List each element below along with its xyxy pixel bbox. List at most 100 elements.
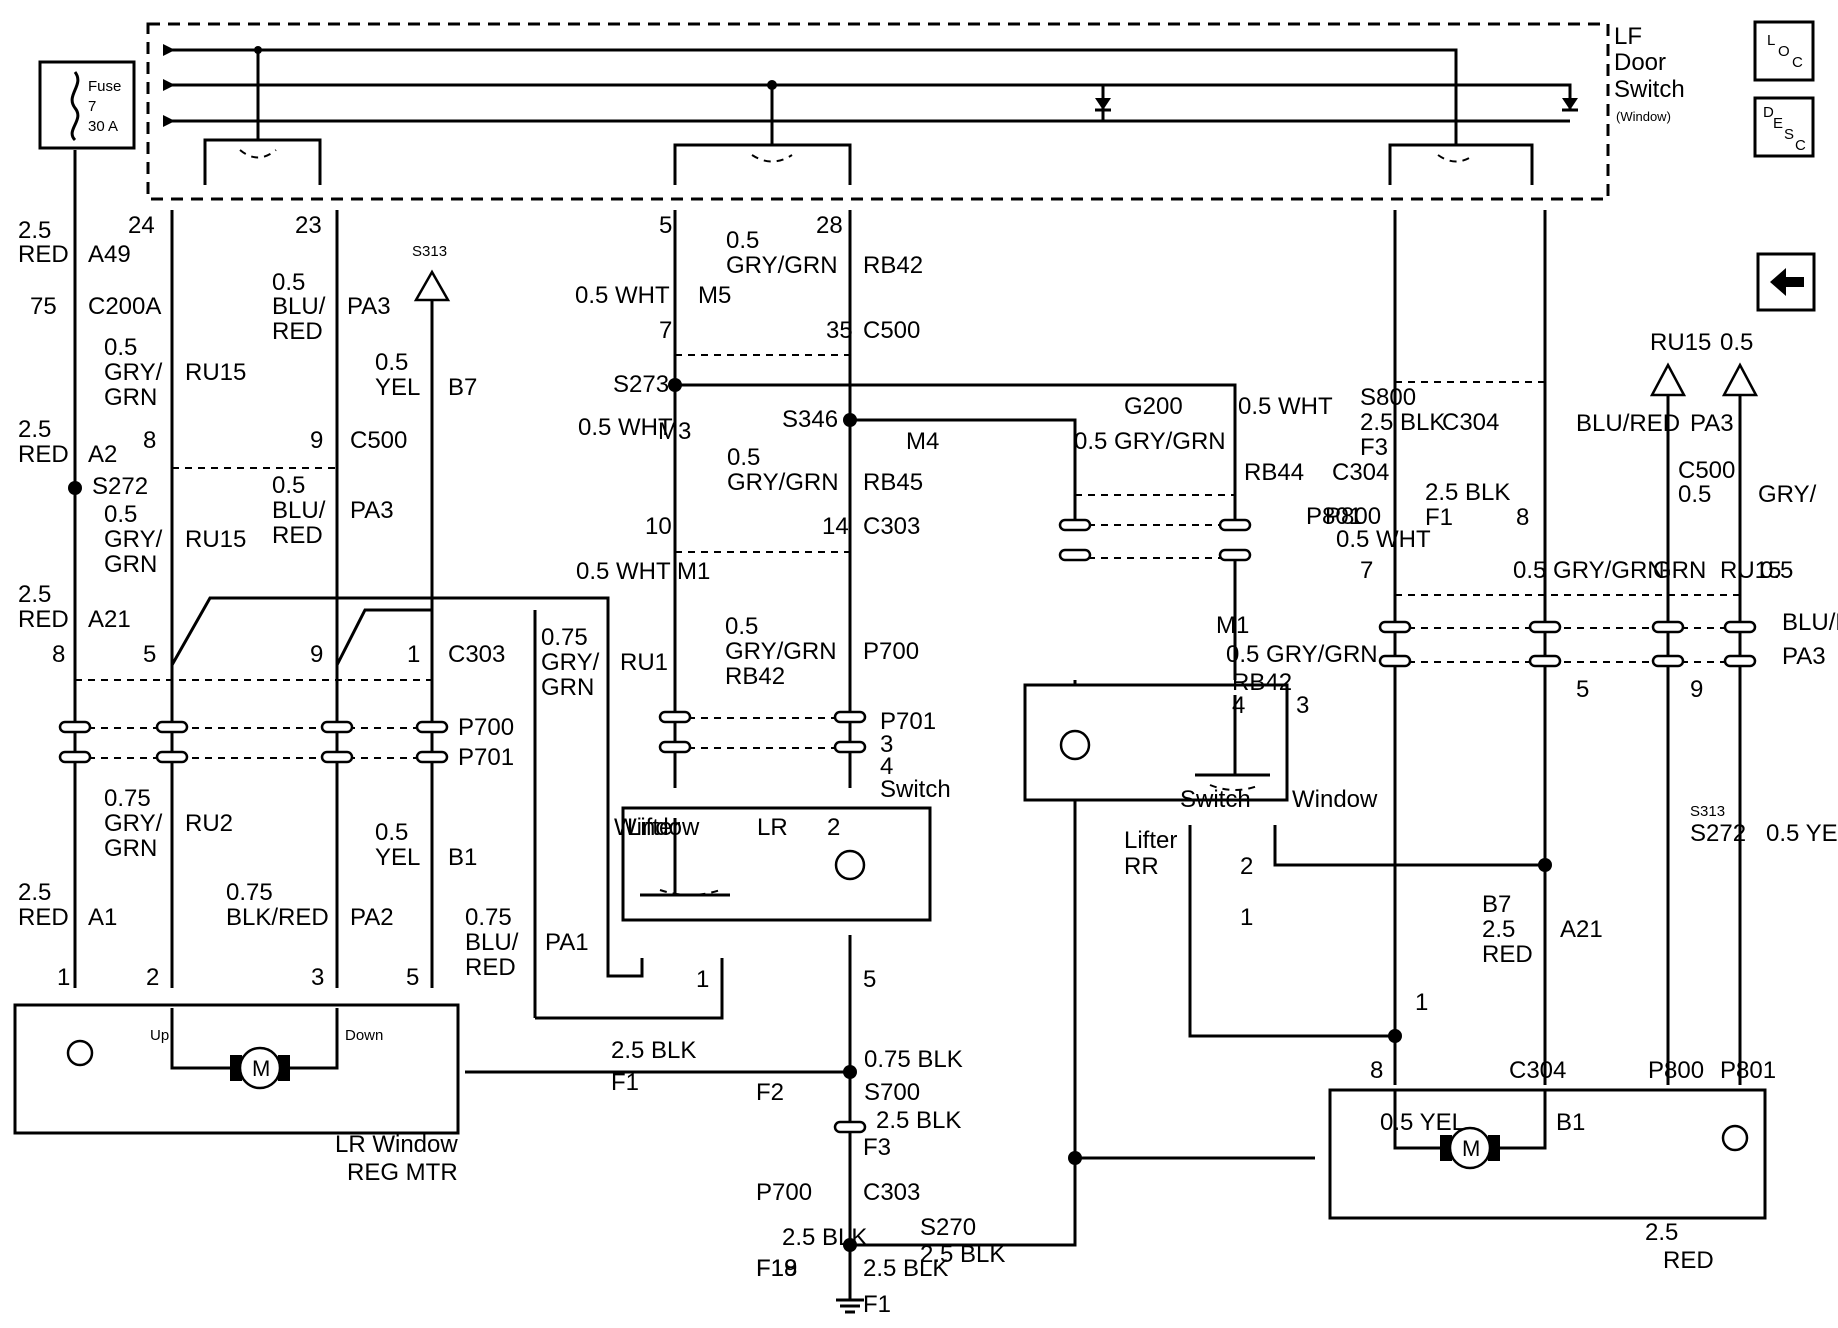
- diagram-label: 0.5: [1678, 481, 1711, 508]
- diagram-label: Up: [150, 1027, 169, 1044]
- diagram-label: 0.5: [727, 444, 760, 471]
- diagram-label: RB44: [1244, 459, 1304, 486]
- diagram-label: 5: [406, 964, 419, 991]
- diagram-label: C200A: [88, 293, 161, 320]
- diagram-label: 2.5 BLK: [863, 1255, 948, 1282]
- diagram-label: BLK/RED: [226, 904, 329, 931]
- svg-text:O: O: [1778, 43, 1790, 60]
- diagram-label: 2.5: [18, 581, 51, 608]
- diagram-label: S272: [92, 473, 148, 500]
- diagram-label: RB42: [1232, 669, 1292, 696]
- diagram-label: 2.5: [1482, 916, 1515, 943]
- diagram-label: 0.75: [104, 785, 151, 812]
- loc-button[interactable]: L O C: [1753, 20, 1815, 82]
- diagram-label: 0.75: [541, 624, 588, 651]
- diagram-label: 3: [880, 731, 893, 758]
- diagram-label: S313: [1690, 803, 1725, 820]
- diagram-label: F3: [863, 1134, 891, 1161]
- diagram-label: RED: [1663, 1247, 1714, 1274]
- diagram-label: 0.5: [726, 227, 759, 254]
- fuse-number: 7: [88, 98, 96, 115]
- svg-text:M: M: [252, 1056, 270, 1081]
- diagram-label: 2: [146, 964, 159, 991]
- diagram-label: 35: [826, 317, 853, 344]
- diagram-label: 5: [1576, 676, 1589, 703]
- diagram-label: RU1: [620, 649, 668, 676]
- fuse-7: Fuse 7 30 A: [38, 60, 136, 150]
- diagram-label: F19: [756, 1255, 797, 1282]
- diagram-label: 2.5 BLK: [1360, 409, 1445, 436]
- diagram-label: M3: [658, 418, 691, 445]
- desc-button[interactable]: D E S C: [1753, 96, 1815, 158]
- lf-switch-title-2: Door: [1614, 49, 1666, 76]
- diagram-label: 0.5 WHT: [1336, 526, 1431, 553]
- diagram-label: 0.5 GRY/GRN: [1074, 428, 1226, 455]
- diagram-label: 14: [822, 513, 849, 540]
- fuse-rating: 30 A: [88, 118, 118, 135]
- diagram-label: P700: [756, 1179, 812, 1206]
- diagram-label: 7: [659, 317, 672, 344]
- diagram-label: A21: [88, 606, 131, 633]
- diagram-label: RED: [1482, 941, 1533, 968]
- diagram-label: PA1: [545, 929, 589, 956]
- diagram-label: 0.5 GRY/GRN: [1226, 641, 1378, 668]
- diagram-label: C304: [1442, 409, 1499, 436]
- diagram-label: 75: [30, 293, 57, 320]
- diagram-label: 4: [1232, 692, 1245, 719]
- diagram-label: Lifter: [1124, 827, 1177, 854]
- diagram-label: LR: [757, 814, 788, 841]
- diagram-label: GRN: [104, 551, 157, 578]
- diagram-label: 2: [1240, 853, 1253, 880]
- diagram-label: 0.5 WHT: [576, 558, 671, 585]
- diagram-label: M1: [677, 558, 710, 585]
- diagram-label: RU15: [185, 526, 246, 553]
- diagram-label: GRN: [1653, 557, 1706, 584]
- diagram-label: 23: [295, 212, 322, 239]
- svg-text:C: C: [1795, 137, 1806, 154]
- diagram-label: G200: [1124, 393, 1183, 420]
- diagram-label: RED: [18, 241, 69, 268]
- diagram-label: P700: [458, 714, 514, 741]
- diagram-label: LR Window: [335, 1131, 458, 1158]
- diagram-label: RED: [465, 954, 516, 981]
- diagram-label: B1: [1556, 1109, 1585, 1136]
- diagram-label: GRY/GRN: [725, 638, 837, 665]
- wires: [73, 150, 1759, 1314]
- diagram-label: BLU/: [272, 293, 326, 320]
- diagram-label: M1: [1216, 612, 1249, 639]
- diagram-label: GRY/: [541, 649, 600, 676]
- diagram-label: 0.5: [1720, 329, 1753, 356]
- svg-text:E: E: [1773, 115, 1783, 132]
- diagram-label: 0.5: [104, 334, 137, 361]
- diagram-label: P700: [863, 638, 919, 665]
- diagram-label: F18: [756, 1255, 797, 1282]
- diagram-label: C303: [863, 513, 920, 540]
- diagram-label: 0.5: [1760, 557, 1793, 584]
- diagram-label: 1: [407, 641, 420, 668]
- diagram-label: 5: [863, 966, 876, 993]
- lf-door-switch: LF Door Switch (Window): [146, 22, 1685, 201]
- lf-switch-title-1: LF: [1614, 23, 1642, 50]
- diagram-label: GRY/: [1758, 481, 1817, 508]
- diagram-label: 2.5 BLK: [611, 1037, 696, 1064]
- diagram-label: 1: [1240, 904, 1253, 931]
- diagram-label: 0.5: [375, 819, 408, 846]
- diagram-label: REG MTR: [347, 1159, 458, 1186]
- fuse-name: Fuse: [88, 78, 121, 95]
- back-button[interactable]: [1756, 252, 1816, 312]
- diagram-label: RU2: [185, 810, 233, 837]
- diagram-label: B1: [448, 844, 477, 871]
- diagram-label: S800: [1360, 384, 1416, 411]
- diagram-label: BLU/: [272, 497, 326, 524]
- diagram-label: YEL: [375, 844, 420, 871]
- svg-text:L: L: [1767, 32, 1775, 49]
- diagram-label: C500: [863, 317, 920, 344]
- diagram-label: 2.5 BLK: [920, 1241, 1005, 1268]
- diagram-label: 0.5: [104, 501, 137, 528]
- diagram-label: 2.5: [18, 879, 51, 906]
- switch-window-lifter-lr: [621, 806, 932, 922]
- diagram-label: 9: [310, 641, 323, 668]
- svg-text:M: M: [1462, 1136, 1480, 1161]
- diagram-label: 0.75: [465, 904, 512, 931]
